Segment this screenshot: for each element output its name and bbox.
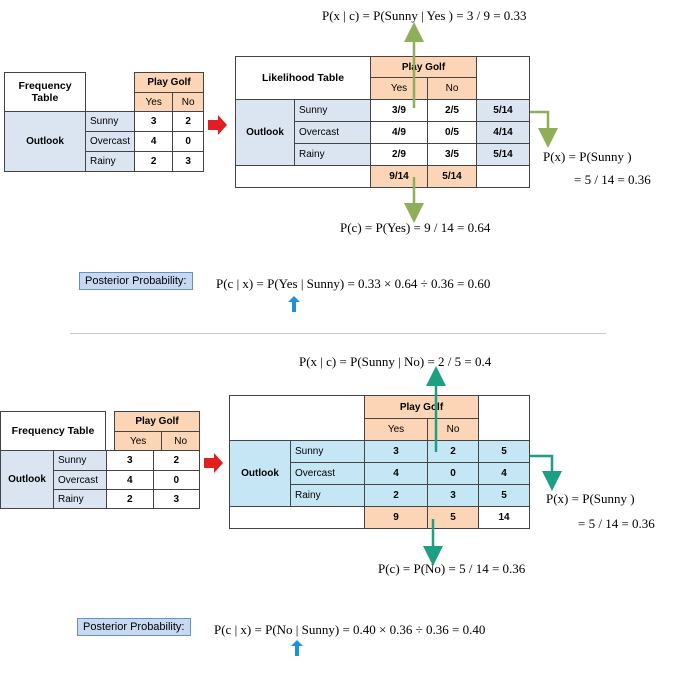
posterior-formula: P(c | x) = P(Yes | Sunny) = 0.33 × 0.64 … [216,276,491,291]
row-label-overcast: Overcast [294,121,371,144]
likelihood-table-title [229,395,365,441]
frequency-table-2: Frequency Table Play Golf Yes No [0,411,200,451]
evidence-formula-line1: P(x) = P(Sunny ) [543,149,632,164]
evidence-arrow [530,454,562,491]
cell-rainy-no: 3 [427,484,479,507]
evidence-arrow [530,110,558,148]
play-golf-header: Play Golf [114,411,200,432]
cell-sunny-yes: 3 [133,111,174,132]
cell-rainy-yes: 2/9 [370,143,428,166]
likelihood-formula: P(x | c) = P(Sunny | No) = 2 / 5 = 0.4 [299,354,492,369]
yes-header: Yes [133,92,174,112]
cell-rainy-total: 5/14 [476,143,530,166]
cell-rainy-no: 3 [172,151,204,172]
no-header: No [427,418,479,441]
posterior-label: Posterior Probability: [77,618,191,636]
cell-rainy-total: 5 [478,484,530,507]
cell-rainy-no: 3/5 [427,143,477,166]
yes-header: Yes [364,418,428,441]
cell-overcast-total: 4/14 [476,121,530,144]
prior-formula: P(c) = P(Yes) = 9 / 14 = 0.64 [340,220,491,235]
cell-rainy-yes: 2 [133,151,174,172]
blue-arrow-icon [291,640,303,656]
cell-total-all: 14 [478,506,530,529]
no-header: No [427,77,477,100]
no-header: No [161,431,200,451]
row-label-rainy: Rainy [290,484,365,507]
cell-sunny-yes: 3/9 [370,99,428,122]
section-divider [70,333,606,334]
outlook-label: Outlook [229,440,291,507]
cell-overcast-yes: 4 [133,131,174,152]
outlook-label: Outlook [4,111,86,172]
cell-overcast-no: 0 [172,131,204,152]
evidence-formula-line1: P(x) = P(Sunny ) [546,491,635,506]
likelihood-table-1: Likelihood Table Play Golf Yes No Outloo… [235,56,530,188]
frequency-table-title: Frequency Table [4,72,86,112]
play-golf-header: Play Golf [364,395,479,419]
evidence-formula-line2: = 5 / 14 = 0.36 [574,172,651,187]
yes-header: Yes [370,77,428,100]
red-arrow-icon [208,115,227,135]
row-label-overcast: Overcast [85,131,135,152]
cell-sunny-no: 2 [152,450,200,471]
cell-overcast-no: 0/5 [427,121,477,144]
cell-sunny-total: 5 [478,440,530,463]
yes-header: Yes [113,431,163,451]
likelihood-table-2: Play Golf Yes No Outlook Sunny 3 2 5 Ove… [229,395,530,529]
frequency-table-2-body: Outlook Sunny 3 2 Overcast 4 0 Rainy 2 3 [0,450,200,509]
posterior-label: Posterior Probability: [79,272,193,290]
likelihood-formula: P(x | c) = P(Sunny | Yes ) = 3 / 9 = 0.3… [322,8,527,23]
cell-overcast-yes: 4 [364,462,428,485]
cell-sunny-no: 2 [427,440,479,463]
cell-total-no: 5/14 [427,165,477,188]
cell-overcast-total: 4 [478,462,530,485]
cell-overcast-yes: 4 [106,470,154,490]
row-label-sunny: Sunny [294,99,371,122]
cell-total-yes: 9 [364,506,428,529]
play-golf-header: Play Golf [370,56,477,78]
cell-overcast-yes: 4/9 [370,121,428,144]
cell-overcast-no: 0 [152,470,200,490]
frequency-table-title: Frequency Table [0,411,106,451]
cell-total-yes: 9/14 [370,165,428,188]
row-label-sunny: Sunny [85,111,135,132]
no-header: No [172,92,204,112]
row-label-overcast: Overcast [53,470,107,490]
likelihood-table-title: Likelihood Table [235,56,371,100]
cell-rainy-no: 3 [152,489,200,509]
cell-sunny-total: 5/14 [476,99,530,122]
row-label-rainy: Rainy [53,489,107,509]
blue-arrow-icon [288,296,300,312]
evidence-formula-line2: = 5 / 14 = 0.36 [578,516,655,531]
row-label-overcast: Overcast [290,462,365,485]
cell-sunny-no: 2 [172,111,204,132]
frequency-table-1: Frequency Table Play Golf Yes No Outlook… [4,72,204,172]
posterior-formula: P(c | x) = P(No | Sunny) = 0.40 × 0.36 ÷… [214,622,486,637]
prior-formula: P(c) = P(No) = 5 / 14 = 0.36 [378,561,526,576]
cell-sunny-yes: 3 [106,450,154,471]
cell-sunny-no: 2/5 [427,99,477,122]
cell-overcast-no: 0 [427,462,479,485]
cell-total-all [476,165,530,188]
row-label-rainy: Rainy [85,151,135,172]
cell-rainy-yes: 2 [106,489,154,509]
play-golf-header: Play Golf [134,72,204,93]
cell-total-no: 5 [427,506,479,529]
row-label-sunny: Sunny [290,440,365,463]
outlook-label: Outlook [0,450,54,509]
red-arrow-icon [204,453,223,473]
outlook-label: Outlook [235,99,295,166]
row-label-rainy: Rainy [294,143,371,166]
cell-sunny-yes: 3 [364,440,428,463]
row-label-sunny: Sunny [53,450,107,471]
cell-rainy-yes: 2 [364,484,428,507]
